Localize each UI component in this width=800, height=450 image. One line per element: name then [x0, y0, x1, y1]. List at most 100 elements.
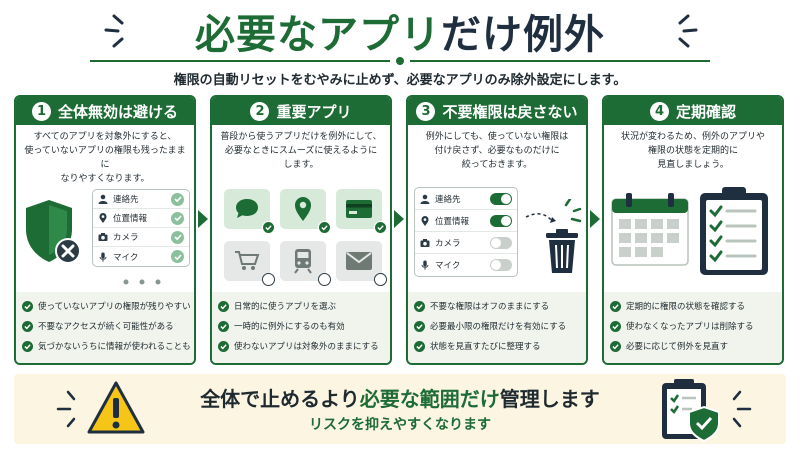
panel-regular-check: 4 定期確認 状況が変わるため、例外のアプリや権限の状態を定期的に見直しましょう。	[602, 95, 784, 365]
check-icon	[218, 300, 229, 312]
flow-arrow	[590, 210, 600, 228]
check-icon	[171, 211, 184, 225]
train-icon	[294, 249, 312, 274]
location-icon	[421, 215, 429, 226]
sparkle-right-icon	[678, 14, 698, 48]
bullet-list: 日常的に使うアプリを選ぶ 一時的に例外にするのも有効 使わないアプリは対象外のま…	[212, 292, 390, 363]
step-number: 2	[250, 101, 270, 121]
permission-toggle[interactable]	[490, 236, 512, 249]
disabled-badge-icon	[374, 273, 387, 286]
panel-illustration	[604, 185, 782, 290]
list-item: 使っていないアプリの権限が残りやすい	[22, 296, 191, 316]
panel-header: 4 定期確認	[604, 97, 782, 125]
disabled-badge-icon	[318, 273, 331, 286]
bullet-list: 定期的に権限の状態を確認する 使わなくなったアプリは削除する 必要に応じて例外を…	[604, 292, 782, 363]
panel-title: 不要権限は戻さない	[442, 102, 578, 121]
check-icon	[171, 192, 184, 206]
check-icon	[414, 300, 425, 312]
permission-toggle[interactable]	[490, 259, 512, 271]
permission-toggle[interactable]	[490, 192, 512, 205]
panel-description: すべてのアプリを対象外にすると、使っていないアプリの権限も残ったままになりやすく…	[24, 132, 186, 184]
list-item: 定期的に権限の状態を確認する	[610, 296, 776, 316]
permission-row: カメラ	[415, 232, 517, 254]
panel-illustration: 連絡先 位置情報 カメラ マイク	[16, 185, 194, 290]
camera-icon	[420, 238, 430, 247]
title-underline-left	[90, 60, 390, 62]
disabled-badge-icon	[262, 273, 275, 286]
step-number: 1	[31, 101, 51, 121]
check-icon	[414, 320, 425, 332]
person-icon	[98, 194, 108, 204]
app-tile-cart	[224, 241, 275, 286]
checklist-clipboard-icon	[700, 187, 768, 275]
location-icon	[99, 213, 107, 223]
flow-arrow	[394, 210, 404, 228]
list-item: 一時的に例外にするのも有効	[218, 316, 384, 336]
permission-toggle-list: 連絡先 位置情報 カメラ マイク	[414, 187, 518, 277]
check-icon	[22, 340, 33, 352]
check-icon	[610, 320, 621, 332]
step-number: 3	[416, 101, 436, 121]
flow-arrow	[198, 210, 208, 228]
permission-row: 連絡先	[93, 190, 189, 209]
panel-no-restore-unneeded: 3 不要権限は戻さない 例外にしても、使っていない権限は付け戻さず、必要なものだけ…	[406, 95, 588, 365]
app-tile-chat	[224, 189, 275, 234]
check-icon	[610, 340, 621, 352]
list-item: 不要なアクセスが続く可能性がある	[22, 316, 188, 336]
panel-illustration: 連絡先 位置情報 カメラ マイク	[408, 185, 586, 290]
panel-title: 全体無効は避ける	[57, 102, 178, 121]
chat-icon	[236, 199, 258, 218]
bullet-list: 不要な権限はオフのままにする 必要最小限の権限だけを有効にする 状態を見直すたび…	[408, 292, 586, 363]
check-icon	[22, 300, 33, 312]
mail-icon	[346, 252, 372, 270]
mic-icon	[421, 260, 429, 270]
check-icon	[610, 300, 621, 312]
panel-description: 状況が変わるため、例外のアプリや権限の状態を定期的に見直しましょう。	[620, 132, 765, 170]
panel-description: 例外にしても、使っていない権限は付け戻さず、必要なものだけに絞っておきます。	[425, 132, 569, 170]
panel-title: 定期確認	[675, 102, 736, 121]
enabled-badge-icon	[318, 221, 331, 234]
check-icon	[22, 320, 33, 332]
cart-icon	[235, 251, 260, 270]
app-tile-map	[280, 189, 331, 234]
person-icon	[420, 194, 430, 204]
list-item: 状態を見直すたびに整理する	[414, 336, 580, 356]
list-item: 使わないアプリは対象外のままにする	[218, 336, 384, 356]
map-pin-icon	[295, 197, 311, 221]
app-tile-card	[336, 189, 387, 234]
mic-icon	[99, 252, 107, 262]
permission-row: 位置情報	[415, 210, 517, 232]
enabled-badge-icon	[374, 221, 387, 234]
calendar-icon	[611, 193, 689, 266]
panel-avoid-global-disable: 1 全体無効は避ける すべてのアプリを対象外にすると、使っていないアプリの権限も残…	[14, 95, 196, 365]
card-icon	[346, 200, 372, 218]
sparkle-right-icon	[732, 390, 752, 428]
permission-row: 位置情報	[93, 209, 189, 228]
panel-description: 普段から使うアプリだけを例外にして、必要なときにスムーズに使えるようにします。	[220, 132, 382, 170]
permission-toggle[interactable]	[490, 214, 512, 227]
app-tile-grid	[212, 185, 390, 290]
check-icon	[414, 340, 425, 352]
permission-row: 連絡先	[415, 188, 517, 210]
step-number: 4	[649, 101, 669, 121]
warning-icon	[87, 381, 145, 434]
list-item: 使わなくなったアプリは削除する	[610, 316, 776, 336]
check-icon	[171, 230, 184, 244]
sparkle-left-icon	[104, 14, 124, 48]
bullet-list: 使っていないアプリの権限が残りやすい 不要なアクセスが続く可能性がある 気づかな…	[16, 292, 194, 363]
title-underline-right	[410, 60, 710, 62]
banner-message: 全体で止めるより必要な範囲だけ管理します	[200, 387, 600, 411]
list-item: 不要な権限はオフのままにする	[414, 296, 580, 316]
app-tile-train	[280, 241, 331, 286]
enabled-badge-icon	[262, 221, 275, 234]
list-item: 必要最小限の権限だけを有効にする	[414, 316, 580, 336]
shield-icon	[26, 200, 81, 264]
permission-row: マイク	[415, 254, 517, 276]
list-item: 必要に応じて例外を見直す	[610, 336, 776, 356]
panel-header: 3 不要権限は戻さない	[408, 97, 586, 125]
app-tile-mail	[336, 241, 387, 286]
more-dots-icon	[123, 279, 161, 285]
panel-header: 1 全体無効は避ける	[16, 97, 194, 125]
